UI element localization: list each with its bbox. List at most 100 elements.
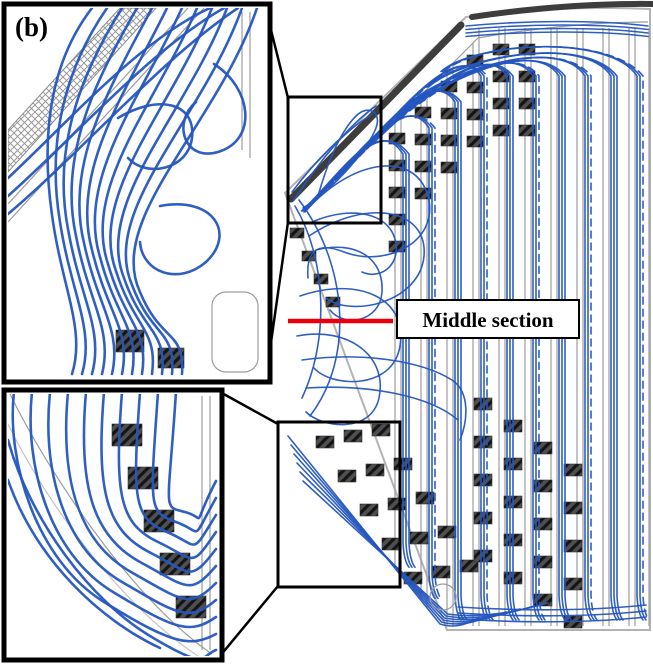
hatch-block <box>414 187 432 200</box>
streamline <box>82 394 218 587</box>
streamline <box>11 394 218 643</box>
streamline <box>465 31 649 38</box>
streamline <box>457 610 647 617</box>
streamline <box>293 105 377 201</box>
top-boundary-right-icon <box>469 0 653 20</box>
hatch-block <box>563 463 583 477</box>
hatch-block <box>437 525 457 539</box>
inner-top-boundary <box>302 21 649 214</box>
streamline <box>302 109 379 209</box>
hatch-block <box>466 135 484 148</box>
inset-bottom-content <box>8 394 218 656</box>
inset-top-content <box>8 8 259 376</box>
hatch-block <box>492 97 510 110</box>
panel-label-backing <box>11 9 57 43</box>
streamline <box>8 478 162 650</box>
streamline <box>109 8 214 376</box>
streamline <box>93 8 184 376</box>
hatch-block <box>563 539 583 553</box>
panel-label: (b) <box>15 12 48 42</box>
hatch-block <box>388 186 406 199</box>
hatch-block <box>518 43 536 56</box>
channel-wall <box>8 423 199 656</box>
streamline <box>138 203 221 276</box>
hatch-block <box>492 70 510 83</box>
hatch-block <box>440 161 458 174</box>
streamline <box>54 8 109 376</box>
hatch-block <box>315 435 335 449</box>
streamline <box>465 24 649 31</box>
streamline <box>298 199 341 417</box>
hatch-block <box>365 463 385 477</box>
streamline <box>8 8 212 180</box>
hatch-block <box>466 81 484 94</box>
streamline <box>291 113 373 193</box>
streamline <box>47 394 218 615</box>
hatch-block <box>371 423 391 437</box>
streamline <box>457 616 647 623</box>
hatch-block <box>518 70 536 83</box>
streamline <box>124 8 244 376</box>
hatch-block <box>563 501 583 515</box>
hatch-block <box>459 559 479 573</box>
streamline <box>465 20 649 27</box>
streamline <box>62 8 124 376</box>
hatch-block <box>414 133 432 146</box>
streamline <box>412 56 598 621</box>
hatch-block <box>440 134 458 147</box>
streamline <box>465 27 649 34</box>
hatch-block <box>359 503 379 517</box>
outlet-circle <box>429 583 457 611</box>
inset-top-zoom <box>1 1 273 385</box>
streamline <box>100 394 218 573</box>
hatch-block <box>473 511 493 525</box>
streamline <box>101 8 199 376</box>
streamline <box>299 287 402 383</box>
streamline <box>294 205 322 399</box>
streamline <box>167 394 218 520</box>
hatch-block <box>492 124 510 137</box>
hatch-block <box>440 107 458 120</box>
hatch-block <box>473 473 493 487</box>
hatch-block <box>473 435 493 449</box>
inset-top-frame <box>1 1 273 385</box>
hatch-block <box>473 397 493 411</box>
streamline <box>8 8 240 216</box>
streamline <box>29 394 218 629</box>
hatch-block <box>409 531 429 545</box>
middle-section-label-box <box>396 299 580 339</box>
streamline <box>301 356 467 441</box>
hatch-block <box>518 124 536 137</box>
streamline <box>151 394 218 533</box>
hatch-block <box>381 537 401 551</box>
channel-wall <box>211 291 259 373</box>
channel-wall <box>9 394 213 655</box>
hatch-block <box>343 429 363 443</box>
hatch-block <box>414 160 432 173</box>
streamline <box>305 386 459 421</box>
hatch-block <box>473 549 493 563</box>
streamline <box>182 62 247 155</box>
streamline <box>427 52 624 621</box>
streamline <box>132 8 259 376</box>
streamline <box>396 59 572 621</box>
middle-section-label: Middle section <box>422 308 554 332</box>
streamline <box>381 62 546 621</box>
connector-line <box>219 390 279 426</box>
inset-bottom-zoom <box>1 387 225 663</box>
streamline <box>308 212 425 308</box>
streamline <box>134 394 218 546</box>
streamline <box>300 140 410 568</box>
hatch-block <box>563 577 583 591</box>
connector-line <box>219 585 279 657</box>
top-boundary-diagonal-icon <box>287 21 465 203</box>
hatch-block <box>289 227 305 239</box>
zoom-region-lower <box>276 420 402 589</box>
streamline <box>8 438 218 656</box>
streamline <box>64 394 218 601</box>
hatch-block <box>466 108 484 121</box>
streamline <box>85 8 169 376</box>
hatch-block <box>337 469 357 483</box>
streamline <box>8 8 226 198</box>
